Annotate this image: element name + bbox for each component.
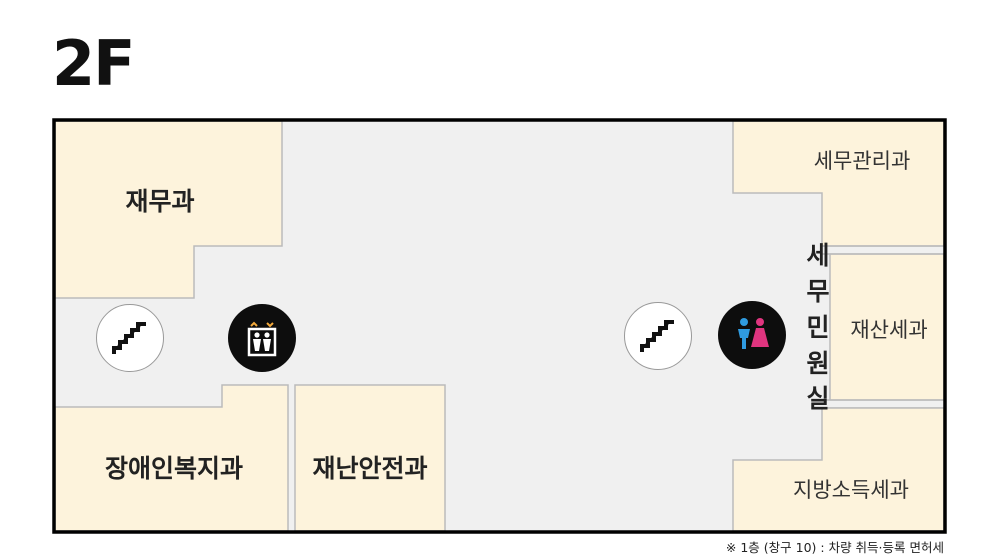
label-jaenan-anjeon: 재난안전과 [312, 454, 428, 483]
elevator-icon [228, 304, 296, 372]
footnote: ※ 1층 (창구 10) : 차량 취득·등록 면허세 [725, 540, 944, 555]
label-semu-minwon: 세 무 민 원 실 [806, 240, 829, 413]
floor-title: 2F [52, 27, 135, 100]
label-semu-minwon-char: 원 [806, 349, 830, 378]
label-jangae-bokji: 장애인복지과 [104, 454, 244, 483]
label-semu-minwon-char: 실 [806, 384, 830, 413]
stairs-icon [96, 304, 164, 372]
label-jibang-sodeukse: 지방소득세과 [793, 478, 909, 502]
room-jaenan-anjeon [294, 384, 446, 532]
label-semu-minwon-char: 무 [806, 277, 830, 306]
label-semu-minwon-char: 민 [806, 313, 830, 342]
label-jaesan-se: 재산세과 [850, 318, 928, 342]
label-semu-minwon-char: 세 [806, 241, 830, 270]
map-border [52, 118, 947, 534]
restroom-icon [718, 301, 786, 369]
stairs-icon [624, 302, 692, 370]
label-semu-gwanri: 세무관리과 [813, 149, 911, 173]
label-jaemu: 재무과 [125, 187, 195, 216]
